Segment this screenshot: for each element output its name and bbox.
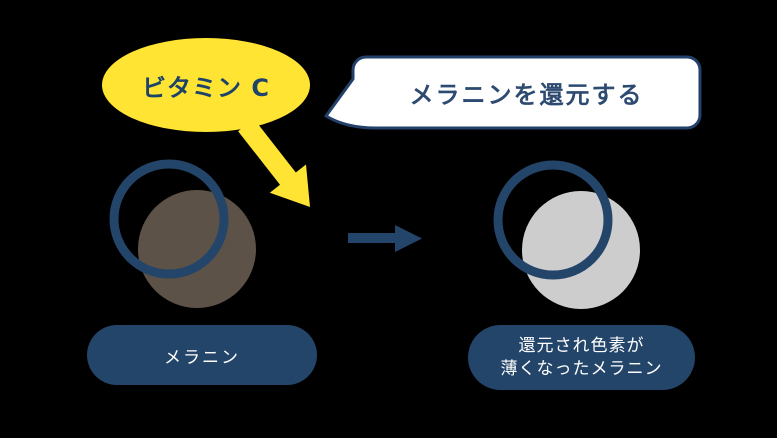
speech-bubble <box>324 55 702 130</box>
reduced-melanin-circle <box>522 191 640 309</box>
reduced-melanin-ring <box>493 160 613 280</box>
melanin-pigment-circle <box>138 190 256 308</box>
transform-arrow-icon <box>348 225 422 252</box>
melanin-label-pill <box>87 325 317 385</box>
vitamin-c-ellipse <box>102 38 310 132</box>
reduced-melanin-label-pill <box>468 325 695 390</box>
vitamin-arrow-icon <box>238 118 310 207</box>
melanin-ring <box>109 159 229 279</box>
